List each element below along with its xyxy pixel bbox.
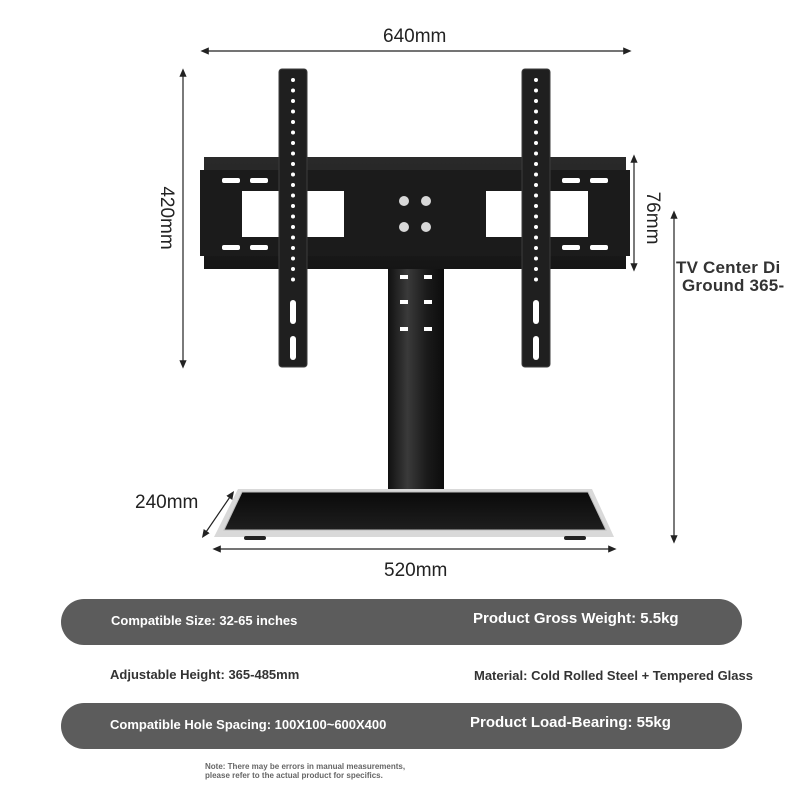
base-depth-dimension-line — [201, 491, 235, 538]
bracket-hole — [534, 88, 538, 93]
spec-hole-spacing: Compatible Hole Spacing: 100X100~600X400 — [110, 717, 387, 732]
bracket-hole — [534, 120, 538, 124]
bracket-hole — [291, 193, 295, 198]
bracket-hole — [291, 204, 295, 208]
bracket-hole — [534, 267, 538, 271]
bracket-hole — [534, 225, 538, 229]
spec-adjustable-height: Adjustable Height: 365-485mm — [110, 667, 300, 682]
bracket-hole — [534, 204, 538, 208]
bracket-hole — [534, 172, 538, 177]
bracket-hole — [291, 130, 295, 135]
width-label: 640mm — [383, 26, 447, 47]
bracket-hole — [534, 246, 538, 250]
plate-height-label: 76mm — [642, 191, 663, 245]
bracket-hole — [534, 214, 538, 219]
bracket-hole — [534, 151, 538, 156]
bracket-hole — [534, 78, 538, 82]
bracket-hole — [534, 130, 538, 135]
spec-material: Material: Cold Rolled Steel + Tempered G… — [474, 668, 753, 683]
bracket-hole — [534, 183, 538, 187]
bracket-hole — [291, 141, 295, 145]
mounting-plate — [200, 157, 630, 269]
left-bracket — [278, 68, 308, 368]
bracket-hole — [291, 225, 295, 229]
bracket-hole — [291, 99, 295, 103]
bracket-hole — [534, 99, 538, 103]
spec-banner-top — [61, 599, 742, 645]
spec-load-bearing: Product Load-Bearing: 55kg — [470, 714, 671, 731]
measurement-note: Note: There may be errors in manual meas… — [205, 762, 405, 780]
glass-base — [214, 489, 614, 540]
bracket-hole — [534, 109, 538, 114]
bracket-hole — [291, 277, 295, 282]
spec-compatible-size: Compatible Size: 32-65 inches — [111, 613, 298, 628]
bracket-hole — [534, 193, 538, 198]
spec-gross-weight: Product Gross Weight: 5.5kg — [473, 610, 679, 627]
bracket-hole — [291, 183, 295, 187]
bracket-hole — [291, 214, 295, 219]
bracket-hole — [291, 256, 295, 261]
bracket-hole — [291, 267, 295, 271]
right-bracket — [521, 68, 551, 368]
center-height-label-line2: Ground 365- — [682, 276, 785, 295]
bracket-hole — [534, 235, 538, 240]
bracket-hole — [291, 120, 295, 124]
support-column — [383, 269, 449, 506]
bracket-hole — [291, 246, 295, 250]
bracket-hole — [291, 109, 295, 114]
spec-banner-bottom — [61, 703, 742, 749]
bracket-hole — [534, 256, 538, 261]
height-label: 420mm — [156, 186, 177, 250]
bracket-hole — [534, 162, 538, 166]
bracket-hole — [534, 141, 538, 145]
bracket-hole — [291, 162, 295, 166]
bracket-hole — [291, 88, 295, 93]
bracket-hole — [291, 78, 295, 82]
base-width-label: 520mm — [384, 560, 448, 581]
bracket-hole — [291, 235, 295, 240]
bracket-hole — [534, 277, 538, 282]
center-height-label-line1: TV Center Di — [676, 258, 781, 277]
note-line-2: please refer to the actual product for s… — [205, 771, 383, 780]
bracket-hole — [291, 151, 295, 156]
note-line-1: Note: There may be errors in manual meas… — [205, 762, 406, 771]
base-depth-label: 240mm — [135, 492, 199, 513]
bracket-hole — [291, 172, 295, 177]
